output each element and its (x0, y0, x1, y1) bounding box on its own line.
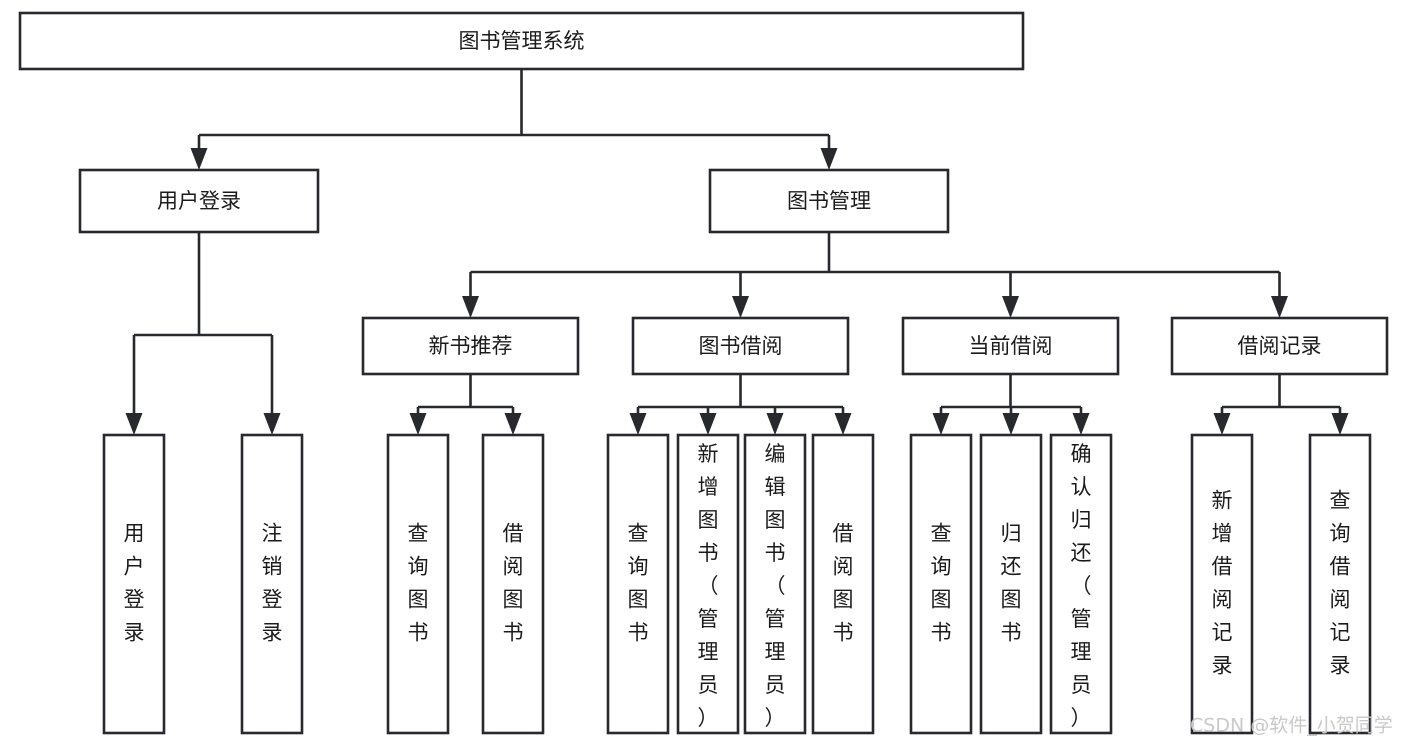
node-box-book-borrow[interactable] (631, 316, 850, 376)
node-box-user-login[interactable] (78, 168, 320, 234)
node-leaf-add-borrow-record[interactable]: 新增借阅记录 (1190, 433, 1254, 735)
node-label-leaf-borrow-book: 借阅图书 (833, 522, 854, 645)
arrow-head-icon (1072, 413, 1090, 435)
connector-group (1213, 374, 1349, 435)
arrow-head-icon (190, 148, 208, 170)
node-box-leaf-borrow-book[interactable] (811, 433, 875, 735)
node-label-leaf-add-book-admin: 新增图书（管理员） (698, 442, 719, 730)
connector-group (629, 374, 852, 435)
node-label-user-login: 用户登录 (157, 189, 241, 213)
node-leaf-borrow-book-recommend[interactable]: 借阅图书 (481, 433, 545, 735)
arrow-head-icon (699, 413, 717, 435)
node-leaf-user-logout[interactable]: 注销登录 (240, 433, 304, 735)
arrow-head-icon (409, 413, 427, 435)
node-box-leaf-user-login[interactable] (102, 433, 166, 735)
node-box-root[interactable] (18, 11, 1025, 71)
arrow-head-icon (629, 413, 647, 435)
connector-group (409, 374, 522, 435)
node-leaf-edit-book-admin[interactable]: 编辑图书（管理员） (743, 433, 807, 735)
arrow-head-icon (1331, 413, 1349, 435)
node-box-leaf-edit-book-admin[interactable] (743, 433, 807, 735)
arrow-head-icon (1213, 413, 1231, 435)
node-label-leaf-query-book-recommend: 查询图书 (408, 522, 429, 645)
node-label-borrow-record: 借阅记录 (1238, 334, 1322, 358)
node-leaf-query-book-recommend[interactable]: 查询图书 (386, 433, 450, 735)
arrow-head-icon (263, 413, 281, 435)
node-box-leaf-add-borrow-record[interactable] (1190, 433, 1254, 735)
arrow-head-icon (732, 296, 749, 318)
node-box-borrow-record[interactable] (1170, 316, 1389, 376)
arrow-head-icon (504, 413, 522, 435)
node-root[interactable]: 图书管理系统 (18, 11, 1025, 71)
csdn-watermark: CSDN @软件_小贺同学 (1190, 715, 1393, 737)
node-borrow-record[interactable]: 借阅记录 (1170, 316, 1389, 376)
node-new-book-recommend[interactable]: 新书推荐 (361, 316, 580, 376)
node-user-login[interactable]: 用户登录 (78, 168, 320, 234)
node-box-new-book-recommend[interactable] (361, 316, 580, 376)
node-leaf-borrow-book[interactable]: 借阅图书 (811, 433, 875, 735)
node-layer: 图书管理系统用户登录图书管理新书推荐图书借阅当前借阅借阅记录用户登录注销登录查询… (18, 11, 1389, 735)
node-label-leaf-edit-book-admin: 编辑图书（管理员） (765, 442, 786, 730)
node-box-leaf-query-borrow-record[interactable] (1308, 433, 1372, 735)
node-leaf-confirm-return-admin[interactable]: 确认归还（管理员） (1049, 433, 1113, 735)
node-box-leaf-confirm-return-admin[interactable] (1049, 433, 1113, 735)
node-label-leaf-query-borrow-record: 查询借阅记录 (1330, 489, 1351, 678)
node-book-borrow[interactable]: 图书借阅 (631, 316, 850, 376)
connector-group (462, 232, 1288, 318)
node-label-current-borrow: 当前借阅 (969, 334, 1053, 358)
node-leaf-user-login[interactable]: 用户登录 (102, 433, 166, 735)
node-leaf-add-book-admin[interactable]: 新增图书（管理员） (676, 433, 740, 735)
arrow-head-icon (462, 296, 479, 318)
connector-group (932, 374, 1090, 435)
node-label-leaf-user-logout: 注销登录 (262, 522, 283, 645)
node-label-leaf-borrow-book-recommend: 借阅图书 (503, 522, 524, 645)
node-label-leaf-user-login: 用户登录 (124, 522, 145, 645)
connector-group (190, 69, 838, 170)
node-label-book-manage: 图书管理 (787, 189, 871, 213)
arrow-head-icon (1002, 413, 1020, 435)
connector-group (125, 232, 281, 435)
node-box-leaf-add-book-admin[interactable] (676, 433, 740, 735)
node-leaf-query-book-borrow[interactable]: 查询图书 (606, 433, 670, 735)
arrow-head-icon (766, 413, 784, 435)
node-label-leaf-return-book: 归还图书 (1001, 522, 1022, 645)
node-leaf-query-book-current[interactable]: 查询图书 (909, 433, 973, 735)
node-box-leaf-query-book-current[interactable] (909, 433, 973, 735)
arrow-head-icon (1002, 296, 1019, 318)
arrow-head-icon (125, 413, 143, 435)
node-label-leaf-add-borrow-record: 新增借阅记录 (1212, 489, 1233, 678)
node-leaf-return-book[interactable]: 归还图书 (979, 433, 1043, 735)
node-current-borrow[interactable]: 当前借阅 (901, 316, 1120, 376)
node-book-manage[interactable]: 图书管理 (708, 168, 950, 234)
node-box-leaf-query-book-borrow[interactable] (606, 433, 670, 735)
node-box-leaf-return-book[interactable] (979, 433, 1043, 735)
node-box-current-borrow[interactable] (901, 316, 1120, 376)
node-label-leaf-confirm-return-admin: 确认归还（管理员） (1071, 442, 1092, 730)
node-box-leaf-user-logout[interactable] (240, 433, 304, 735)
node-label-new-book-recommend: 新书推荐 (429, 334, 513, 358)
node-leaf-query-borrow-record[interactable]: 查询借阅记录 (1308, 433, 1372, 735)
node-label-root: 图书管理系统 (459, 29, 585, 53)
node-box-leaf-borrow-book-recommend[interactable] (481, 433, 545, 735)
arrow-head-icon (932, 413, 950, 435)
arrow-head-icon (1271, 296, 1288, 318)
connector-layer (125, 69, 1349, 435)
node-label-leaf-query-book-borrow: 查询图书 (628, 522, 649, 645)
arrow-head-icon (834, 413, 852, 435)
node-label-leaf-query-book-current: 查询图书 (931, 522, 952, 645)
node-box-book-manage[interactable] (708, 168, 950, 234)
arrow-head-icon (820, 148, 838, 170)
node-label-book-borrow: 图书借阅 (699, 334, 783, 358)
node-box-leaf-query-book-recommend[interactable] (386, 433, 450, 735)
